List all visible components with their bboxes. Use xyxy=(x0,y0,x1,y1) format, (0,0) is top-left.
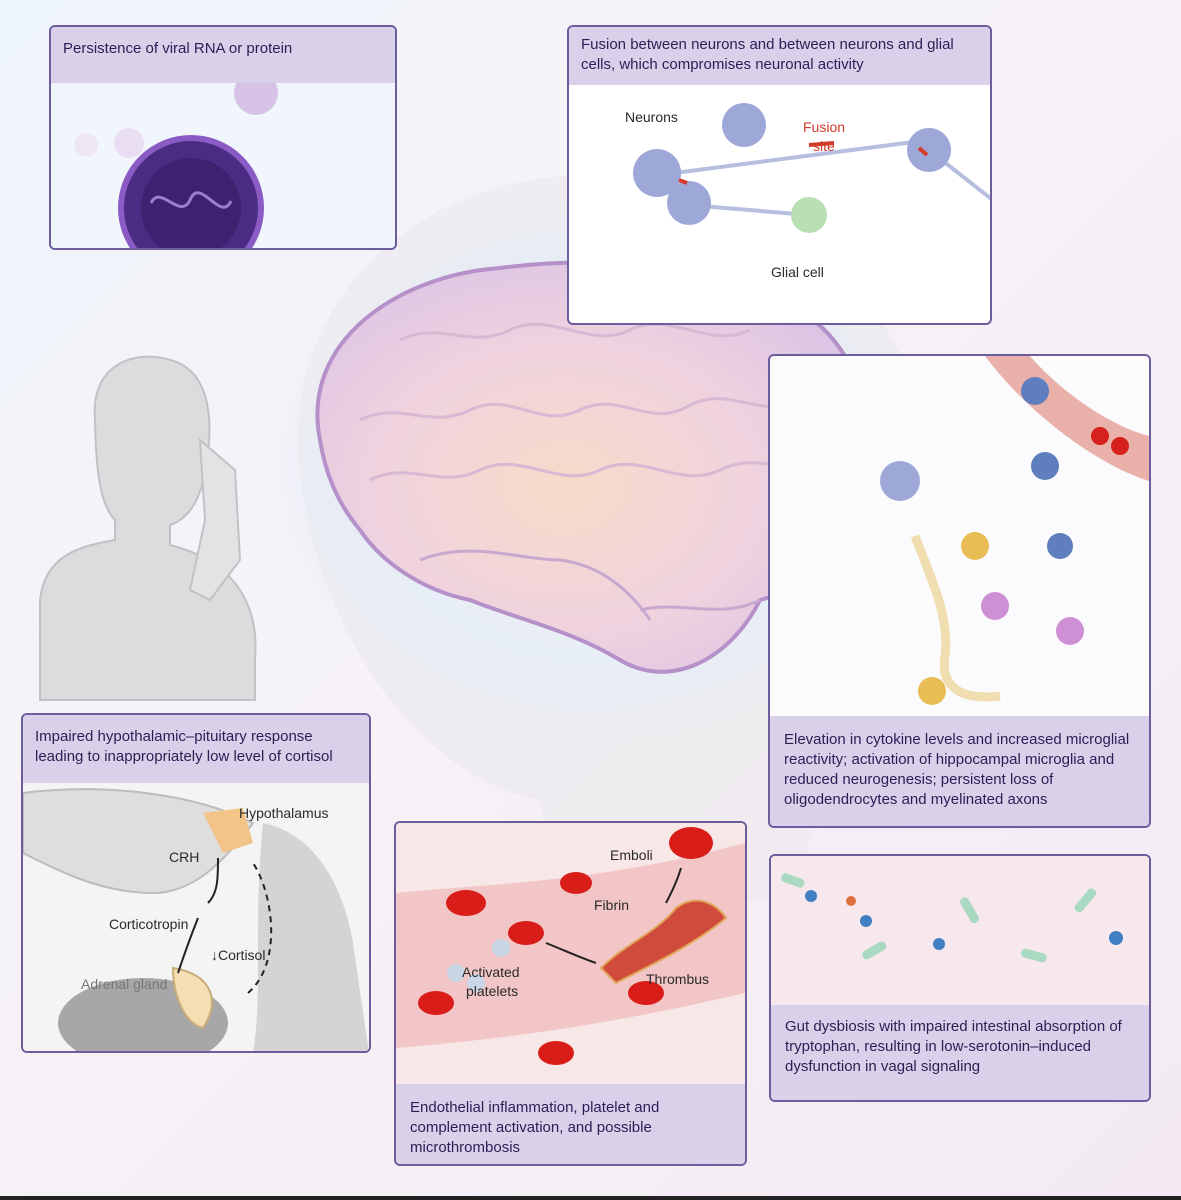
activated-platelets-label-line1: Activated xyxy=(462,964,520,980)
hpa-illustration xyxy=(23,783,369,1051)
fusion-panel-caption: Fusion between neurons and between neuro… xyxy=(569,27,990,85)
microglia-illustration xyxy=(770,356,1149,718)
activated-platelets-label-line2: platelets xyxy=(466,983,519,999)
hpa-panel-caption: Impaired hypothalamic–pituitary response… xyxy=(23,715,369,783)
brain xyxy=(315,260,870,674)
blood-vessel-illustration xyxy=(396,823,745,1088)
person-figure xyxy=(39,355,257,701)
cytokine-panel: Elevation in cytokine levels and increas… xyxy=(768,354,1151,828)
fusion-site-label-line2: site xyxy=(813,138,835,154)
fibrin-label: Fibrin xyxy=(594,897,630,913)
neurons-illustration xyxy=(633,103,990,233)
hpa-axis-panel: Impaired hypothalamic–pituitary response… xyxy=(21,713,371,1053)
neurons-label: Neurons xyxy=(625,109,678,125)
vascular-panel: Emboli Fibrin Activated platelets Thromb… xyxy=(394,821,747,1166)
corticotropin-label: Corticotropin xyxy=(109,916,189,932)
gut-dysbiosis-panel: Gut dysbiosis with impaired intestinal a… xyxy=(769,854,1151,1102)
viral-persistence-panel: Persistence of viral RNA or protein xyxy=(49,25,397,250)
crh-label: CRH xyxy=(169,849,200,865)
gut-bacteria-illustration xyxy=(771,856,1149,1006)
viral-panel-caption: Persistence of viral RNA or protein xyxy=(51,27,395,83)
neuron-fusion-panel: Fusion between neurons and between neuro… xyxy=(567,25,992,325)
emboli-label: Emboli xyxy=(610,847,653,863)
hypothalamus-label: Hypothalamus xyxy=(239,805,329,821)
cortisol-label: ↓Cortisol xyxy=(211,947,266,963)
gut-panel-caption: Gut dysbiosis with impaired intestinal a… xyxy=(771,1005,1149,1100)
bottom-border xyxy=(0,1196,1181,1200)
virus-illustration xyxy=(51,83,395,248)
adrenal-gland-label: Adrenal gland xyxy=(81,976,168,992)
cytokine-panel-caption: Elevation in cytokine levels and increas… xyxy=(770,716,1149,826)
glial-cell-label: Glial cell xyxy=(771,264,824,280)
thrombus-label: Thrombus xyxy=(646,971,710,987)
vascular-panel-caption: Endothelial inflammation, platelet and c… xyxy=(396,1084,745,1164)
fusion-site-label-line1: Fusion xyxy=(803,119,846,135)
